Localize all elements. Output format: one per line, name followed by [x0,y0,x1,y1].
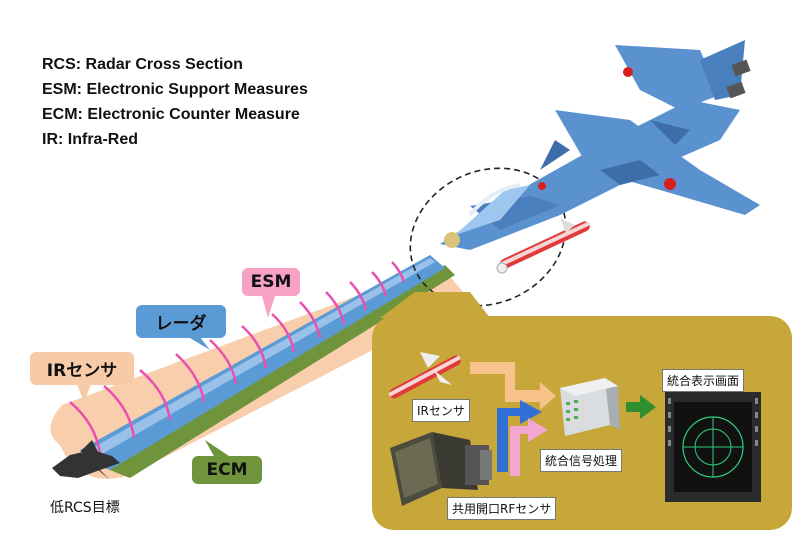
panel-ir-sensor-label: IRセンサ [412,399,470,422]
integrated-display-icon [665,392,761,502]
legend-ecm: ECM: Electronic Counter Measure [42,106,300,123]
rf-sensor-antenna-icon [390,432,492,506]
legend-esm: ESM: Electronic Support Measures [42,81,308,98]
radar-callout: レーダ [136,305,226,338]
low-rcs-target-icon [52,440,120,480]
processor-to-display-arrow [626,395,656,419]
panel-signal-processing-label: 統合信号処理 [540,449,623,472]
jet-fighter-icon [440,40,760,250]
signal-processor-icon [560,378,620,436]
radar-beam-highlight [85,258,435,458]
esm-callout: ESM [242,268,300,296]
legend-rcs: RCS: Radar Cross Section [42,56,243,73]
ir-to-processor-arrow [470,362,556,410]
rf-pink-arrow [510,418,548,476]
target-label: 低RCS目標 [50,500,120,516]
esm-wave-arcs [69,261,406,455]
panel-ir-missile-icon [388,352,461,399]
ir-callout-pointer [76,382,92,402]
esm-callout-pointer [262,296,275,318]
legend: RCS: Radar Cross Section ESM: Electronic… [42,52,308,152]
ecm-callout-pointer [205,440,232,458]
missile-icon [496,218,590,274]
integration-panel-background [380,292,490,318]
panel-rf-sensor-label: 共用開口RFセンサ [447,497,557,520]
ir-sensor-callout: IRセンサ [30,352,134,385]
legend-ir: IR: Infra-Red [42,131,138,148]
ecm-callout: ECM [192,456,262,484]
rf-blue-arrow [497,400,542,472]
panel-display-label: 統合表示画面 [662,369,745,392]
